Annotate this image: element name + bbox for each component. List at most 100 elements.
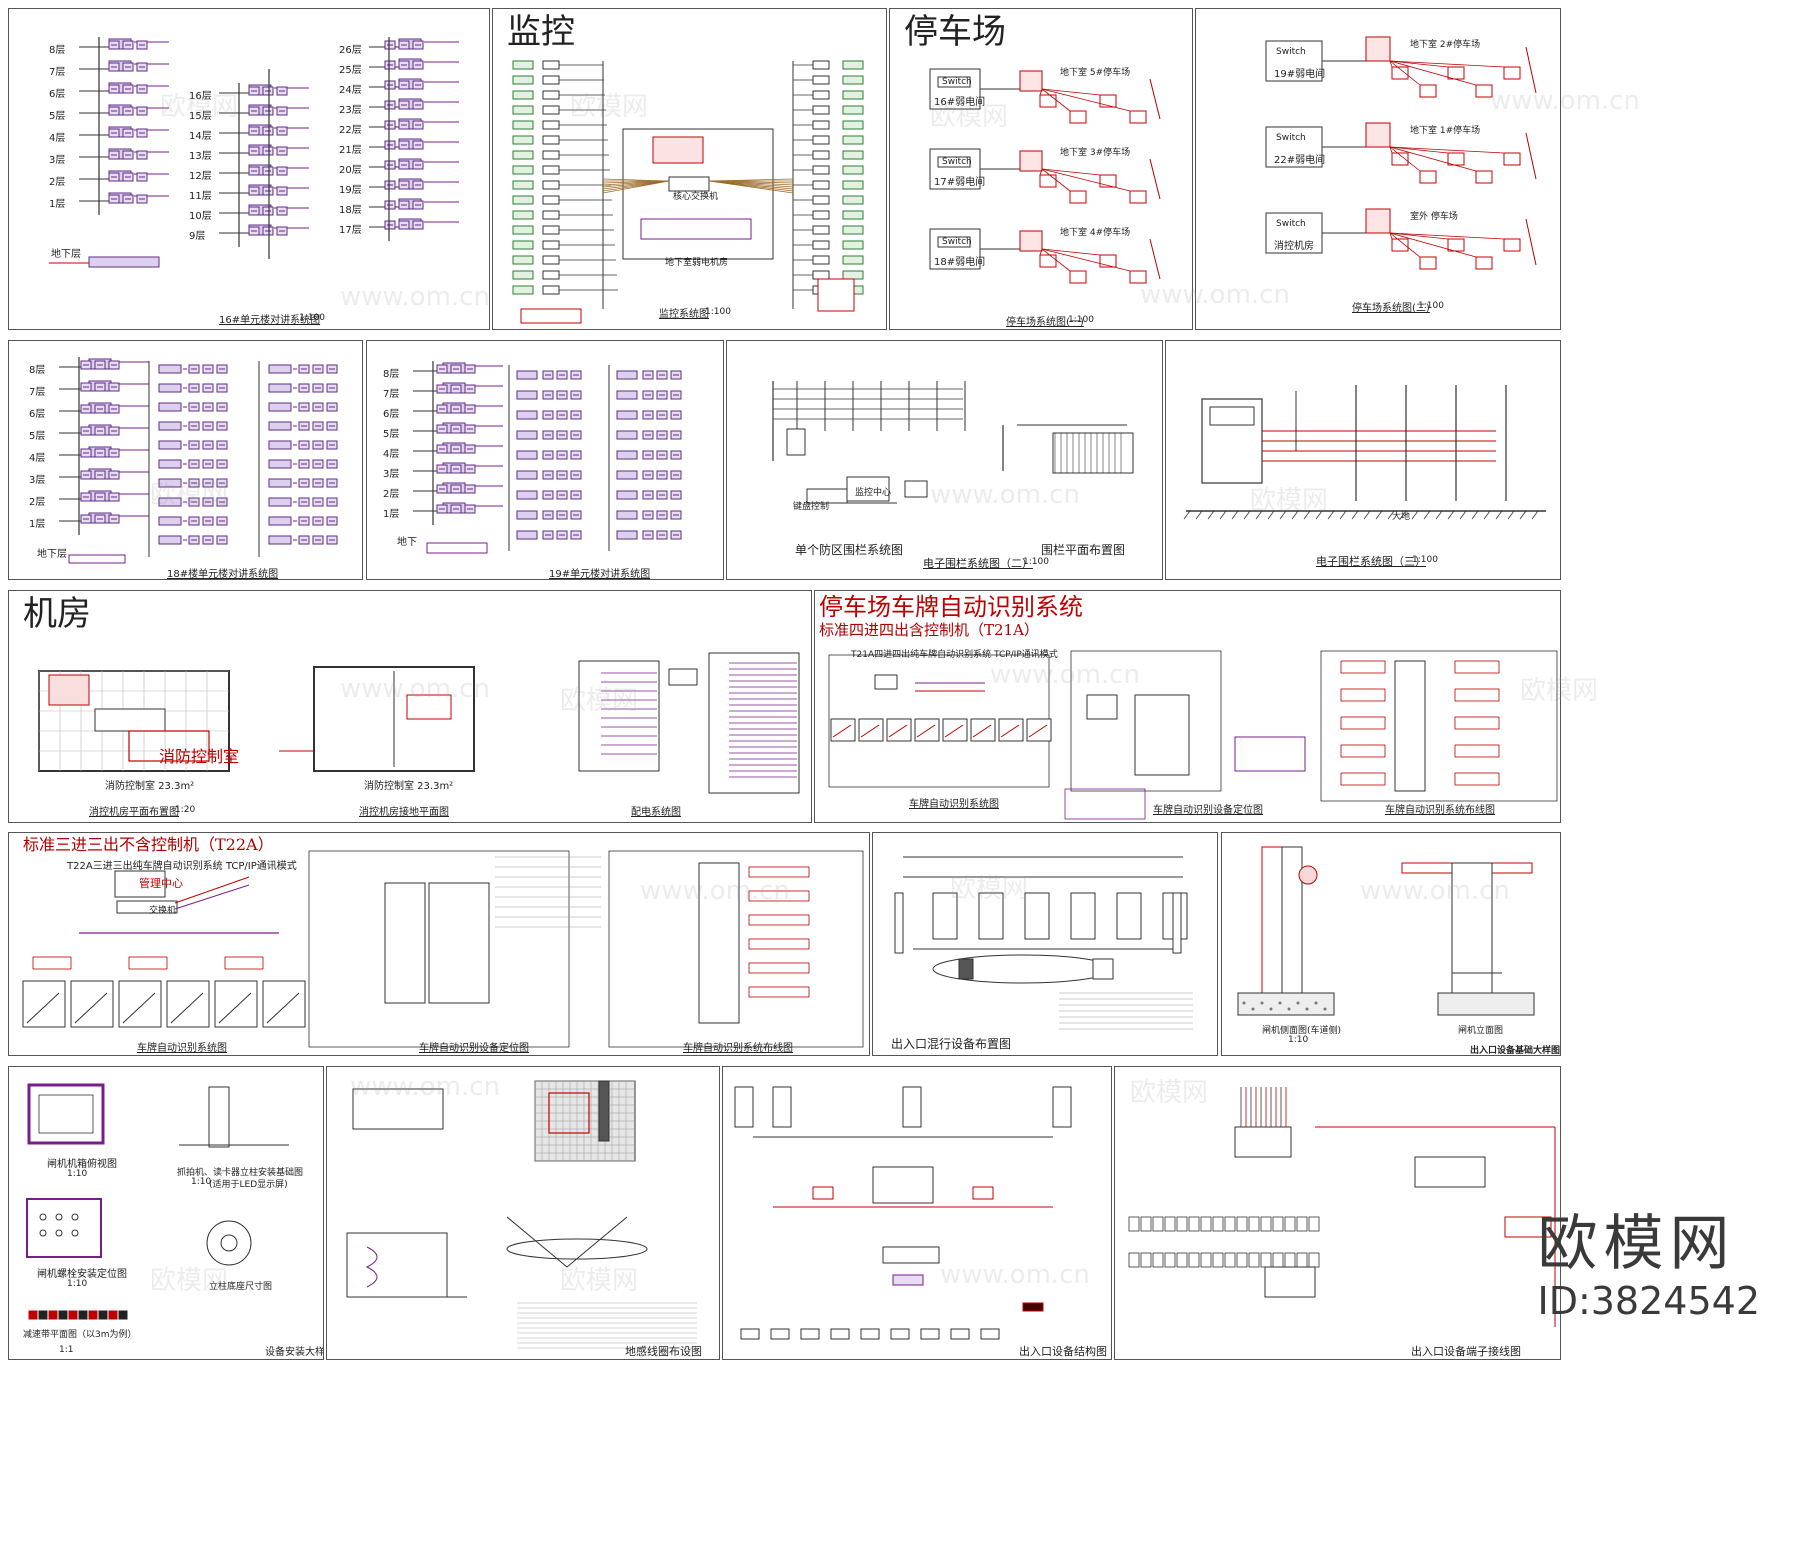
center-box — [846, 476, 890, 502]
intercom-18-drawing — [59, 357, 338, 564]
cam-left-b — [542, 75, 560, 85]
terminal-bottom — [1152, 1252, 1164, 1268]
int16c-floor-label: 26层 — [339, 45, 362, 56]
cam-right — [842, 150, 864, 160]
gate-sub2: 闸机立面图 — [1458, 1026, 1504, 1036]
gate-aggregate — [1314, 1001, 1318, 1005]
fence-2-sub2: 围栏平面布置图 — [1041, 543, 1126, 557]
post-circle — [206, 1220, 252, 1266]
ground-hatch — [1351, 510, 1359, 520]
lpr-note-left — [1340, 716, 1386, 730]
int19-floor-box — [616, 530, 638, 540]
lot-device — [1391, 152, 1409, 166]
speed-bump-seg — [88, 1310, 98, 1320]
parking-2-switch: Switch — [1276, 219, 1306, 229]
install-caption: 设备安装大样图 — [265, 1347, 324, 1358]
int19-floor-box — [516, 370, 538, 380]
lot-wire — [1389, 60, 1449, 68]
sheet-entrance-structure: 出入口设备结构图 — [722, 1066, 1112, 1360]
install-sub4: 抓拍机、读卡器立柱安装基础图 — [177, 1168, 304, 1178]
t22a-caption-1: 车牌自动识别系统图 — [137, 1043, 227, 1054]
t22a-frame-2 — [308, 850, 570, 1048]
lot-device — [1039, 94, 1057, 108]
lpr-parking-icon — [874, 674, 898, 690]
lot-wire — [1041, 88, 1071, 112]
parking-2-lot: 地下室 2#停车场 — [1410, 40, 1481, 50]
int16b-floor-label: 13层 — [189, 151, 212, 162]
cam-left-b — [542, 270, 560, 280]
lot-device — [1447, 152, 1465, 166]
lpr-frame-3 — [1320, 650, 1558, 802]
ent-legend-item — [770, 1328, 790, 1340]
int18-floor-box — [158, 383, 182, 393]
gate-aggregate — [1269, 1007, 1273, 1011]
sheet-terminal-wiring: 出入口设备端子接线图 — [1114, 1066, 1561, 1360]
int16a-floor-label: 1层 — [49, 199, 66, 210]
section-box — [346, 1232, 448, 1298]
int16a-floor-label: 5层 — [49, 111, 66, 122]
cam-left — [512, 195, 534, 205]
lpr-lane-barrier — [888, 724, 908, 738]
lot-device — [1447, 238, 1465, 252]
int16a-floor-label: 地下层 — [51, 249, 81, 260]
sheet-gate-foundation: 闸机侧面图(车道侧) 1:10 闸机立面图 出入口设备基础大样图 — [1221, 832, 1561, 1056]
cam-right-b — [812, 180, 830, 190]
cam-left — [512, 60, 534, 70]
cam-left — [512, 255, 534, 265]
int19-floor-box — [516, 390, 538, 400]
ent-post-3 — [902, 1086, 922, 1128]
lot-wire — [1041, 168, 1071, 192]
cam-left-b — [542, 105, 560, 115]
fence-3-caption: 电子围栏系统图（三） — [1316, 555, 1426, 568]
int18-floor-box — [158, 421, 182, 431]
t22a-diagram-title: T22A三进三出纯车牌自动识别系统 TCP/IP通讯模式 — [67, 861, 297, 872]
int18-floor-box — [158, 402, 182, 412]
int16b-floor-label: 15层 — [189, 111, 212, 122]
gate-housing-inner — [38, 1094, 94, 1134]
lot-device — [1129, 190, 1147, 204]
mixed-car — [1024, 892, 1050, 940]
ground-hatch — [1207, 510, 1215, 520]
gate-aggregate — [1323, 1007, 1327, 1011]
mixed-device — [958, 958, 974, 980]
terminal-bottom — [1272, 1252, 1284, 1268]
cam-right — [842, 210, 864, 220]
cam-right-b — [812, 270, 830, 280]
t22a-road — [698, 862, 740, 1024]
terminal-top — [1308, 1216, 1320, 1232]
parking-2-switch: Switch — [1276, 47, 1306, 57]
cam-left — [512, 270, 534, 280]
int19a-floor-label: 5层 — [383, 429, 400, 440]
int16a-floor-label: 2层 — [49, 177, 66, 188]
speed-bump-seg — [38, 1310, 48, 1320]
int18a-floor-label: 5层 — [29, 431, 46, 442]
machine-room-caption-2: 消控机房接地平面图 — [359, 807, 449, 818]
ground-hatch — [1231, 510, 1239, 520]
barrier — [1149, 78, 1161, 120]
fence-2-sub1: 单个防区围栏系统图 — [795, 543, 904, 557]
terminal-wiring-drawing — [1128, 1087, 1556, 1327]
gate-caption: 出入口设备基础大样图 — [1470, 1046, 1561, 1056]
int19a-floor-label: 7层 — [383, 389, 400, 400]
gate-post-right — [1451, 862, 1493, 994]
parking-2-drawing — [1265, 36, 1537, 270]
t22a-barrier — [218, 992, 252, 1024]
machine-room-scale: 1:20 — [175, 805, 196, 815]
machine-room-caption-1: 消控机房平面布置图 — [89, 807, 179, 818]
lpr-box — [1134, 694, 1190, 776]
int16b-floor-label: 14层 — [189, 131, 212, 142]
ent-post-2 — [772, 1086, 792, 1128]
core-switch-box — [668, 176, 710, 192]
bolt-hole — [71, 1213, 79, 1221]
ground-hatch — [1279, 510, 1287, 520]
ground-hatch — [1375, 510, 1383, 520]
switch-box — [937, 236, 971, 248]
int16c-floor-label: 18层 — [339, 205, 362, 216]
terminal-bottom — [1176, 1252, 1188, 1268]
terminal-top — [1248, 1216, 1260, 1232]
t22a-barrier — [266, 992, 300, 1024]
cam-right — [842, 165, 864, 175]
lpr-cam — [1086, 694, 1118, 720]
parking-1-lot: 地下室 4#停车场 — [1060, 228, 1131, 238]
